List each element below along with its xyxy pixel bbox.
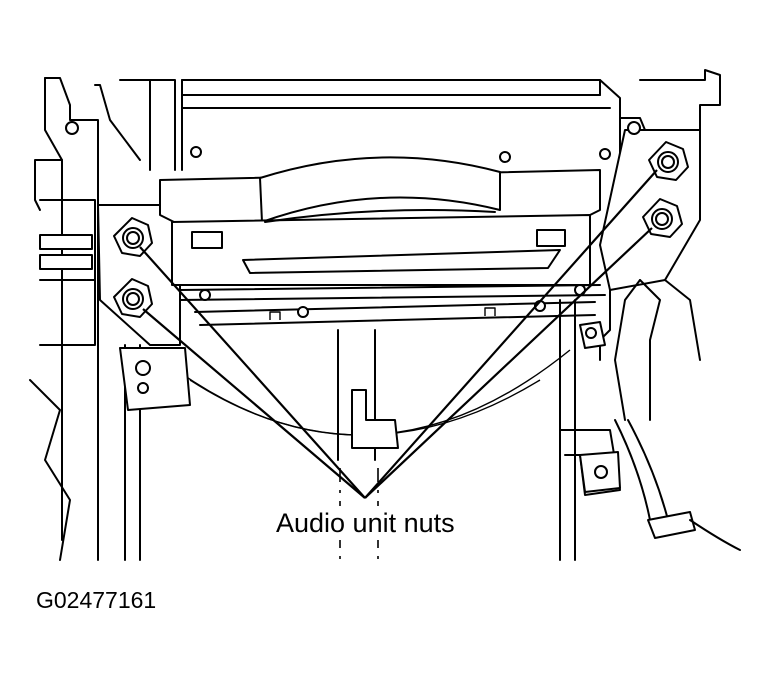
center-stack [337, 329, 399, 560]
nut-upper-left [113, 217, 153, 257]
left-frame [29, 77, 176, 561]
nut-lower-right [642, 198, 683, 238]
nut-lower-left [113, 278, 153, 318]
audio-unit-face [159, 156, 606, 326]
callout-leader-lines [139, 169, 658, 499]
nut-upper-right [648, 141, 689, 181]
left-bracket [97, 204, 191, 411]
top-bracket [181, 79, 621, 171]
figure-id: G02477161 [36, 587, 157, 613]
callout-label: Audio unit nuts [270, 506, 461, 540]
